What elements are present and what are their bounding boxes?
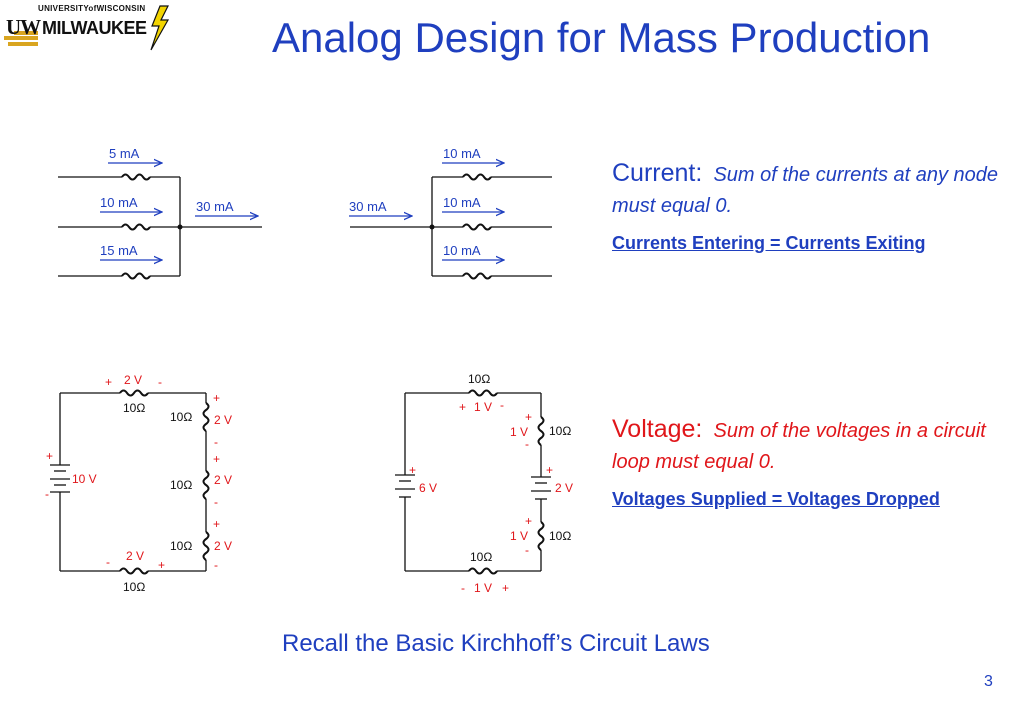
series-bottom-resistor: 10Ω — [123, 580, 145, 594]
loop-top-plus: + — [459, 400, 466, 414]
voltage-law-block: Voltage: Sum of the voltages in a circui… — [612, 414, 1012, 513]
loop-r2-resistor: 10Ω — [549, 529, 571, 543]
series-r2-drop: 2 V — [214, 473, 232, 487]
series-top-plus: + — [105, 375, 112, 389]
slide-title: Analog Design for Mass Production — [272, 14, 931, 61]
series-bottom-minus: - — [106, 555, 110, 569]
series-r2-minus: - — [214, 495, 218, 509]
series-top-minus: - — [158, 375, 162, 389]
loop-left-plus: + — [409, 463, 416, 477]
merge-in-current-2: 10 mA — [100, 195, 138, 210]
split-out-current-3: 10 mA — [443, 243, 481, 258]
loop-bottom-drop: 1 V — [474, 581, 492, 595]
two-source-loop-diagram: 10Ω 10Ω 10Ω 10Ω + 1 V - + 1 V - + 6 V + … — [395, 372, 573, 595]
series-r1-plus: + — [213, 391, 220, 405]
loop-r1-plus: + — [525, 410, 532, 424]
series-r1-drop: 2 V — [214, 413, 232, 427]
series-r3-drop: 2 V — [214, 539, 232, 553]
uwm-logo: UNIVERSITYofWISCONSIN UW MILWAUKEE — [2, 2, 172, 54]
series-top-resistor: 10Ω — [123, 401, 145, 415]
voltage-law-description: Sum of the voltages in a circuit loop mu… — [612, 420, 986, 473]
series-r3-plus: + — [213, 517, 220, 531]
slide-caption: Recall the Basic Kirchhoff’s Circuit Law… — [282, 630, 710, 657]
page-number: 3 — [984, 673, 993, 690]
loop-right-source: 2 V — [555, 481, 573, 495]
series-r3-resistor: 10Ω — [170, 539, 192, 553]
series-top-drop: 2 V — [124, 373, 142, 387]
series-r2-resistor: 10Ω — [170, 478, 192, 492]
loop-right-plus: + — [546, 463, 553, 477]
series-source-plus: + — [46, 449, 53, 463]
series-r3-minus: - — [214, 558, 218, 572]
loop-top-drop: 1 V — [474, 400, 492, 414]
voltage-law-heading: Voltage: — [612, 415, 703, 443]
loop-r2-drop: 1 V — [510, 529, 528, 543]
series-r1-resistor: 10Ω — [170, 410, 192, 424]
current-merge-diagram: 5 mA 10 mA 15 mA 30 mA — [58, 146, 262, 280]
series-source-minus: - — [45, 487, 49, 501]
merge-in-current-1: 5 mA — [109, 146, 140, 161]
current-law-heading: Current: — [612, 159, 703, 187]
logo-university-text: UNIVERSITYofWISCONSIN — [38, 4, 146, 13]
series-source-voltage: 10 V — [72, 472, 97, 486]
series-bottom-drop: 2 V — [126, 549, 144, 563]
loop-r1-minus: - — [525, 437, 529, 451]
series-r1-minus: - — [214, 435, 218, 449]
merge-in-current-3: 15 mA — [100, 243, 138, 258]
logo-uw-text: UW — [6, 15, 41, 39]
merge-out-current: 30 mA — [196, 199, 234, 214]
loop-top-minus: - — [500, 398, 504, 412]
current-law-equation: Currents Entering = Currents Exiting — [612, 233, 926, 253]
loop-bottom-minus: - — [461, 581, 465, 595]
loop-bottom-resistor: 10Ω — [470, 550, 492, 564]
loop-r1-drop: 1 V — [510, 425, 528, 439]
loop-top-resistor: 10Ω — [468, 372, 490, 386]
series-loop-diagram: + 2 V - + 10 V - + 2 V - + 2 V - + 2 V -… — [45, 373, 232, 594]
loop-bottom-plus: + — [502, 581, 509, 595]
logo-milwaukee-text: MILWAUKEE — [42, 18, 147, 38]
split-out-current-1: 10 mA — [443, 146, 481, 161]
logo-graphic — [4, 5, 170, 51]
loop-r2-plus: + — [525, 514, 532, 528]
current-law-block: Current: Sum of the currents at any node… — [612, 158, 1012, 257]
voltage-law-equation: Voltages Supplied = Voltages Dropped — [612, 489, 940, 509]
current-law-description: Sum of the currents at any node must equ… — [612, 164, 999, 217]
lightning-bolt-icon — [150, 5, 170, 51]
loop-r2-minus: - — [525, 543, 529, 557]
split-in-current: 30 mA — [349, 199, 387, 214]
split-out-current-2: 10 mA — [443, 195, 481, 210]
series-r2-plus: + — [213, 452, 220, 466]
loop-left-source: 6 V — [419, 481, 437, 495]
current-split-diagram: 30 mA 10 mA 10 mA 10 mA — [349, 146, 552, 280]
series-bottom-plus: + — [158, 558, 165, 572]
loop-r1-resistor: 10Ω — [549, 424, 571, 438]
